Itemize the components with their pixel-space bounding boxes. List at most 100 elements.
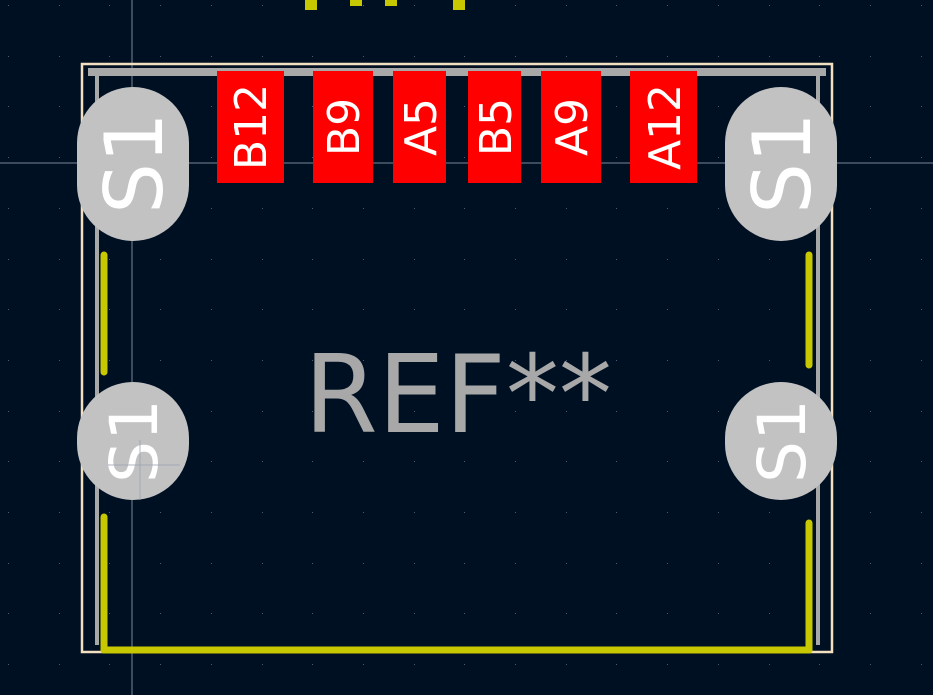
grid-dot (718, 5, 719, 6)
grid-dot (312, 56, 313, 57)
smd-pad-b12[interactable]: B12 (217, 71, 284, 183)
grid-dot (109, 360, 110, 361)
shield-pad-label: S1 (736, 112, 829, 214)
pad-label: A12 (640, 84, 691, 170)
footprint-reference-text[interactable]: REF** (304, 333, 612, 458)
grid-dot (870, 563, 871, 564)
grid-dot (870, 5, 871, 6)
grid-dot (464, 259, 465, 260)
grid-dot (921, 563, 922, 564)
grid-dot (414, 208, 415, 209)
grid-dot (616, 157, 617, 158)
grid-dot (211, 512, 212, 513)
shield-pad-bottom-right[interactable]: S1 (725, 382, 837, 500)
grid-dot (718, 56, 719, 57)
grid-dot (464, 157, 465, 158)
grid-dot (262, 461, 263, 462)
grid-dot (8, 461, 9, 462)
grid-dot (515, 259, 516, 260)
grid-dot (921, 157, 922, 158)
grid-dot (414, 664, 415, 665)
grid-dot (59, 208, 60, 209)
grid-dot (667, 309, 668, 310)
grid-dot (515, 360, 516, 361)
grid-dot (616, 360, 617, 361)
grid-dot (363, 5, 364, 6)
grid-dot (718, 309, 719, 310)
grid-dot (160, 613, 161, 614)
grid-dot (921, 512, 922, 513)
grid-dot (718, 461, 719, 462)
shield-pad-top-right[interactable]: S1 (725, 87, 837, 241)
grid-dot (819, 5, 820, 6)
grid-dot (363, 512, 364, 513)
grid-dot (109, 563, 110, 564)
grid-dot (566, 259, 567, 260)
grid-dot (414, 512, 415, 513)
grid-dot (363, 613, 364, 614)
grid-dot (464, 563, 465, 564)
grid-dot (769, 259, 770, 260)
grid-dot (616, 208, 617, 209)
grid-dot (363, 259, 364, 260)
grid-dot (616, 512, 617, 513)
grid-dot (870, 208, 871, 209)
grid-dot (616, 259, 617, 260)
grid-dot (160, 5, 161, 6)
grid-dot (211, 106, 212, 107)
pad-label: B9 (319, 98, 370, 156)
grid-dot (616, 106, 617, 107)
grid-dot (515, 309, 516, 310)
pad-label: A9 (547, 98, 598, 156)
grid-dot (160, 360, 161, 361)
grid-dot (160, 259, 161, 260)
grid-dot (667, 563, 668, 564)
smd-pad-a5[interactable]: A5 (393, 71, 447, 183)
grid-dot (566, 613, 567, 614)
grid-dot (616, 613, 617, 614)
grid-dot (616, 5, 617, 6)
smd-pad-a9[interactable]: A9 (541, 71, 601, 183)
grid-dot (109, 259, 110, 260)
grid-dot (718, 664, 719, 665)
grid-dot (870, 157, 871, 158)
grid-dot (515, 613, 516, 614)
grid-dot (718, 411, 719, 412)
grid-dot (464, 411, 465, 412)
grid-dot (870, 664, 871, 665)
grid-dot (160, 309, 161, 310)
grid-dot (616, 461, 617, 462)
grid-dot (566, 5, 567, 6)
grid-dot (616, 309, 617, 310)
grid-dot (414, 360, 415, 361)
grid-dot (870, 56, 871, 57)
grid-dot (718, 512, 719, 513)
grid-dot (363, 309, 364, 310)
grid-dot (363, 461, 364, 462)
shield-pad-bottom-left[interactable]: S1 (77, 382, 189, 500)
grid-dot (464, 461, 465, 462)
grid-dot (109, 664, 110, 665)
grid-dot (262, 360, 263, 361)
grid-dot (8, 664, 9, 665)
grid-dot (870, 360, 871, 361)
shield-pad-top-left[interactable]: S1 (77, 87, 189, 241)
grid-dot (667, 360, 668, 361)
grid-dot (160, 56, 161, 57)
grid-dot (566, 563, 567, 564)
grid-dot (8, 208, 9, 209)
grid-dot (262, 512, 263, 513)
grid-dot (312, 259, 313, 260)
grid-dot (870, 512, 871, 513)
smd-pad-a12[interactable]: A12 (630, 71, 697, 183)
smd-pad-b9[interactable]: B9 (313, 71, 373, 183)
smd-pad-b5[interactable]: B5 (468, 71, 522, 183)
shield-pad-label: S1 (88, 112, 181, 214)
grid-dot (667, 56, 668, 57)
grid-dot (262, 411, 263, 412)
grid-dot (616, 563, 617, 564)
grid-dot (870, 411, 871, 412)
grid-dot (769, 613, 770, 614)
